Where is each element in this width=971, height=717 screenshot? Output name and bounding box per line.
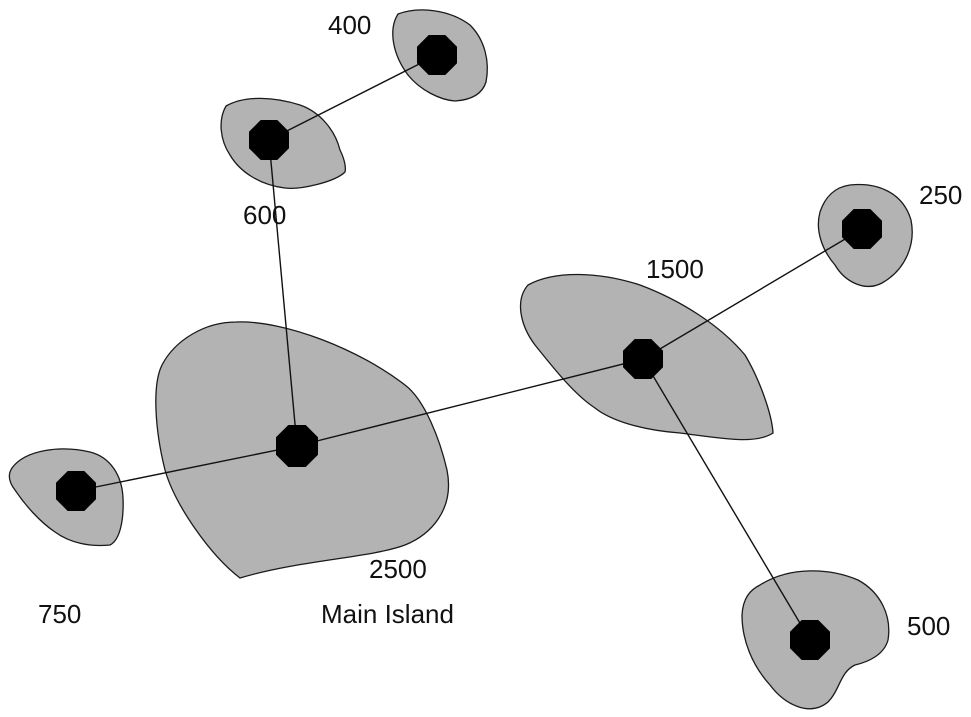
town-node-750 <box>56 471 96 511</box>
population-label-750: 750 <box>38 599 81 629</box>
population-label-500: 500 <box>907 611 950 641</box>
town-node-1500 <box>623 339 663 379</box>
town-node-250 <box>842 209 882 249</box>
island-name-main: Main Island <box>321 599 454 629</box>
population-label-main: 2500 <box>369 554 427 584</box>
connection-main-1500 <box>296 358 644 447</box>
town-node-600 <box>249 120 289 160</box>
population-label-250: 250 <box>919 180 962 210</box>
connection-400-600 <box>268 54 438 141</box>
town-node-400 <box>417 35 457 75</box>
connection-1500-500 <box>642 358 811 641</box>
connection-750-main <box>75 445 298 492</box>
population-label-400: 400 <box>328 10 371 40</box>
population-label-600: 600 <box>243 200 286 230</box>
town-node-500 <box>790 620 830 660</box>
connection-1500-250 <box>642 228 863 360</box>
connection-600-main <box>268 139 298 447</box>
town-node-main <box>276 425 318 467</box>
population-label-1500: 1500 <box>646 254 704 284</box>
